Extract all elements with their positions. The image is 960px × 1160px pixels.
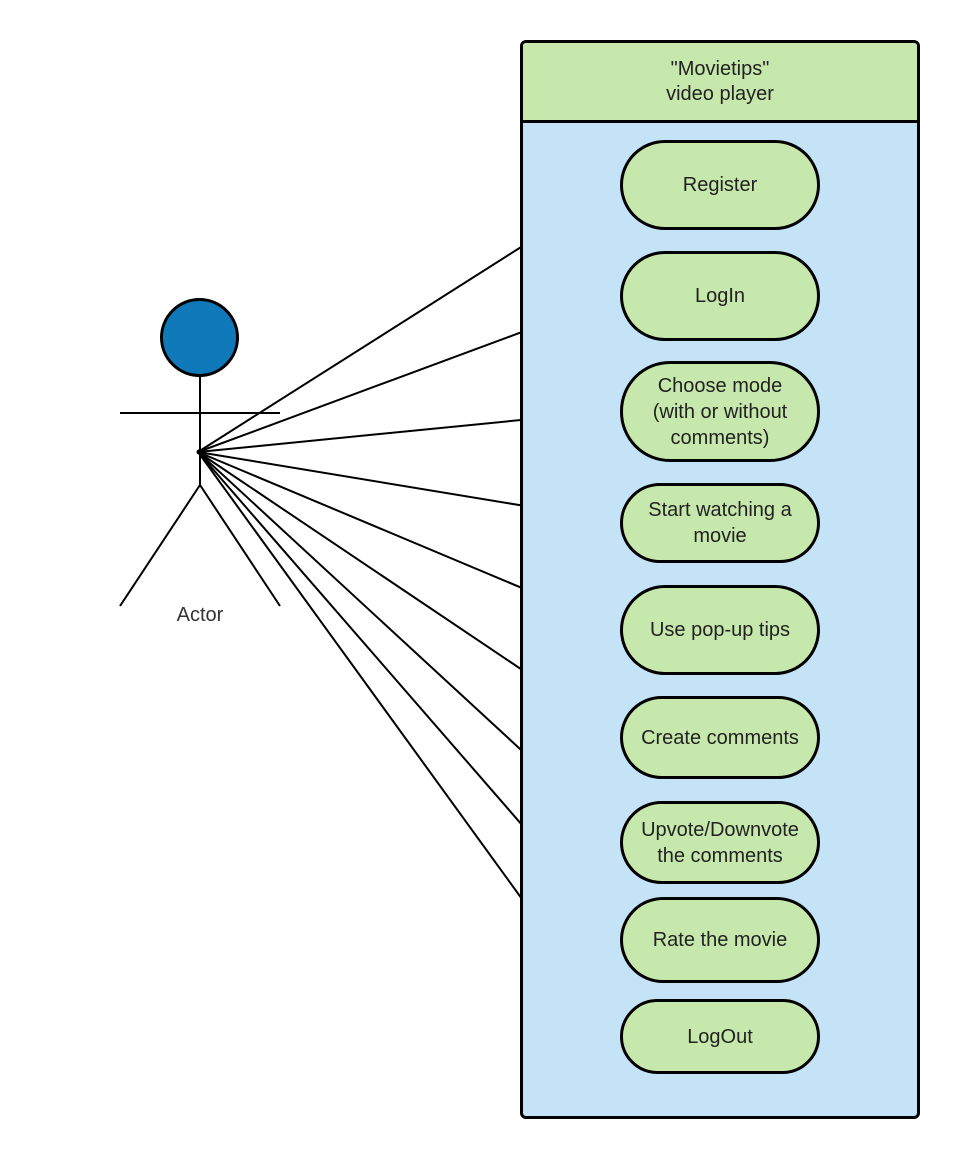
actor-left-leg xyxy=(119,484,201,607)
actor-right-leg xyxy=(199,484,281,607)
usecase-popup-tips[interactable]: Use pop-up tips xyxy=(620,585,820,675)
usecase-create-comments[interactable]: Create comments xyxy=(620,696,820,779)
actor-head xyxy=(160,298,239,377)
usecase-start-watching[interactable]: Start watching a movie xyxy=(620,483,820,563)
usecase-login[interactable]: LogIn xyxy=(620,251,820,341)
system-title: "Movietips" video player xyxy=(523,43,917,123)
actor-label: Actor xyxy=(176,604,224,626)
usecase-logout[interactable]: LogOut xyxy=(620,999,820,1074)
usecase-register[interactable]: Register xyxy=(620,140,820,230)
actor-junction xyxy=(196,449,202,455)
usecase-choose-mode[interactable]: Choose mode (with or without comments) xyxy=(620,361,820,462)
usecase-rate-movie[interactable]: Rate the movie xyxy=(620,897,820,983)
usecase-upvote-downvote[interactable]: Upvote/Downvote the comments xyxy=(620,801,820,884)
